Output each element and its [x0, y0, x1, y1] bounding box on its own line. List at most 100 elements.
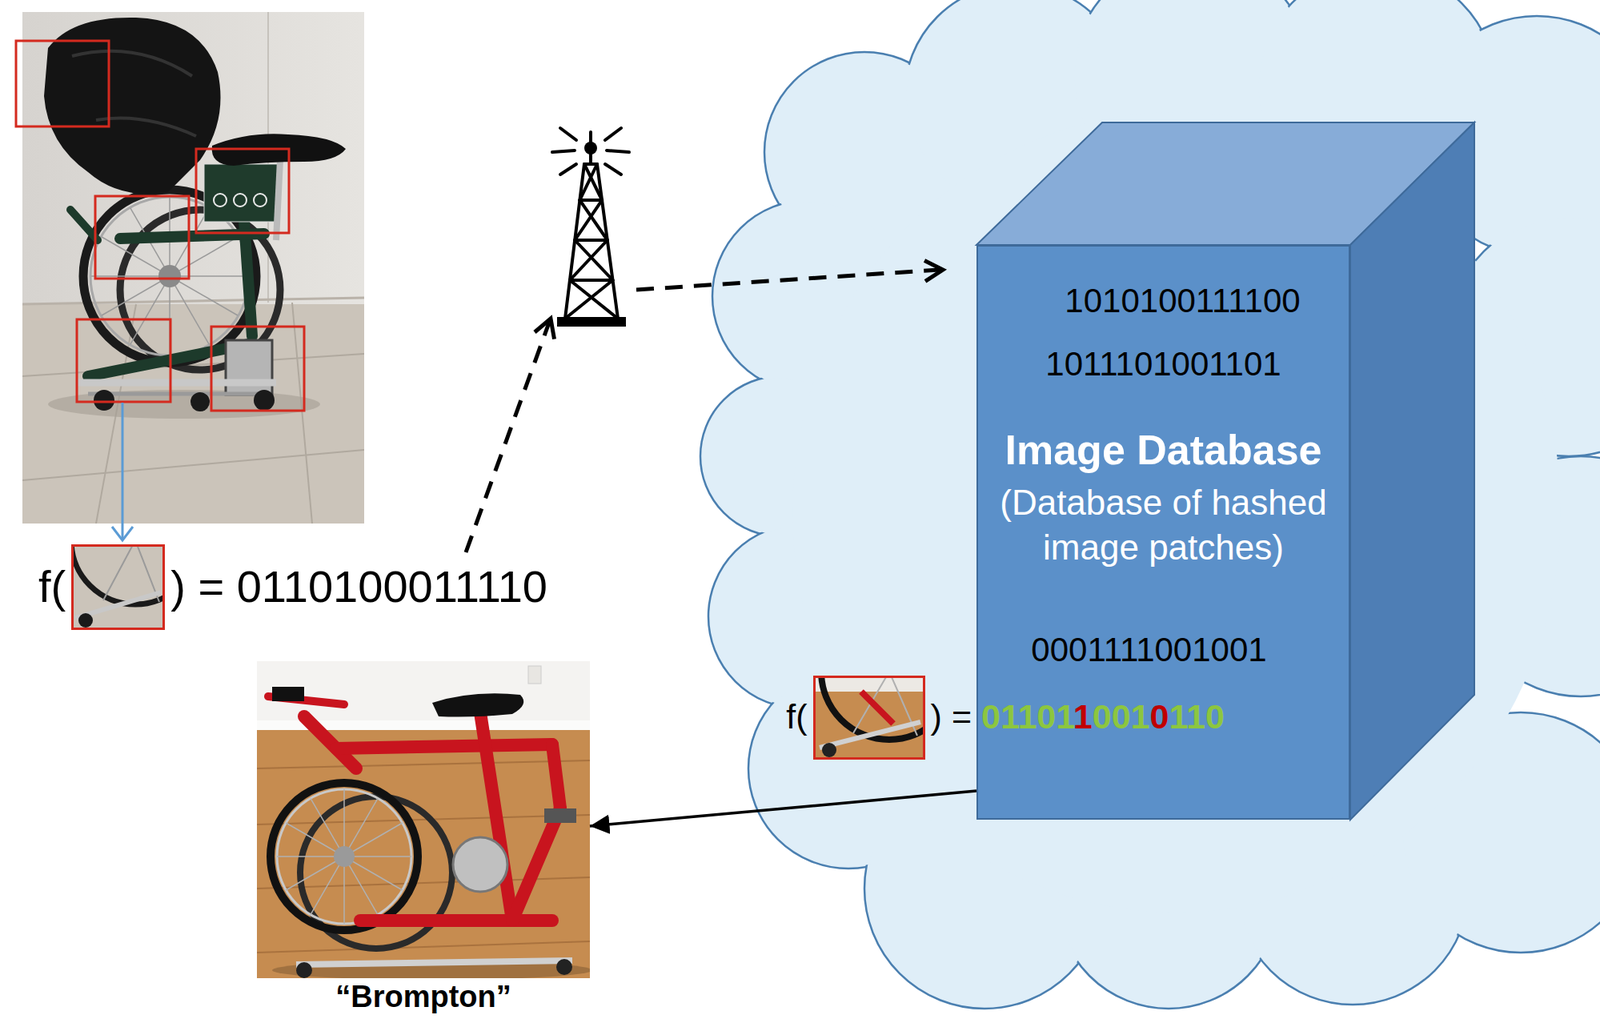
- hash-digit: 0: [1092, 697, 1112, 736]
- database-block-faces: [1350, 122, 1475, 820]
- text-slot: Image Database: [1005, 426, 1323, 475]
- result-photo-image: [336, 744, 553, 749]
- match-hash-code: ) = 0110110010110: [930, 697, 1225, 737]
- result-photo-image: [512, 808, 561, 921]
- extract-arrow: [112, 526, 133, 541]
- function-label: f(: [38, 561, 66, 613]
- transmit-arrow: [924, 260, 943, 282]
- result-photo-image: [276, 789, 412, 924]
- text-slot: 0001111001001: [1030, 630, 1267, 670]
- hash-code: 1011101001101: [1045, 344, 1281, 384]
- query-photo: [253, 389, 275, 411]
- result-photo-image: [333, 846, 355, 867]
- query-photo: [22, 302, 365, 524]
- query-photo: [213, 193, 227, 207]
- antenna-tip: [584, 141, 598, 155]
- query-photo: [292, 302, 313, 524]
- result-photo-image: [544, 808, 577, 823]
- query-patch: [71, 544, 165, 630]
- patch-holder: [71, 544, 165, 630]
- transmit-arrow: [465, 322, 550, 553]
- antenna-tower: [579, 200, 607, 241]
- match-patch: [822, 742, 837, 758]
- hash-digit: [971, 697, 982, 736]
- result-photo-image: [296, 962, 313, 979]
- result-photo: “Brompton”: [256, 661, 590, 1012]
- result-photo-image: [528, 665, 542, 684]
- result-photo-image: [296, 960, 573, 965]
- query-photo: [101, 236, 238, 316]
- cloud-fill: [792, 112, 1561, 913]
- result-photo-image: [556, 958, 573, 975]
- query-photo: [88, 344, 249, 377]
- query-photo: [22, 297, 365, 305]
- text-slot: (Database of hashed image patches): [991, 480, 1336, 571]
- match-patch: [821, 675, 926, 740]
- result-photo-image: [304, 712, 561, 921]
- result-photo-image: [256, 760, 590, 769]
- query-photo: [213, 193, 267, 207]
- result-label: “Brompton”: [335, 981, 512, 1012]
- database-subtitle: (Database of hashed image patches): [991, 480, 1336, 571]
- query-photo: [76, 379, 277, 387]
- antenna-tower: [565, 280, 614, 319]
- cloud-outline: [700, 0, 1600, 1009]
- antenna-tower: [560, 128, 577, 141]
- query-hash: f( ) = 0110100011110: [38, 544, 548, 630]
- antenna-tower: [552, 128, 630, 319]
- query-patch: [78, 613, 93, 628]
- query-photo: [120, 233, 265, 239]
- result-photo-image: [310, 797, 378, 915]
- result-photo-image: [276, 789, 412, 924]
- hash-digit: 1: [1000, 697, 1019, 736]
- match-patch: [861, 691, 894, 724]
- result-photo-image: [272, 686, 305, 702]
- extract-arrow: [121, 402, 125, 540]
- hash-digit: 1: [1017, 697, 1037, 736]
- antenna-tower: [569, 278, 614, 282]
- hash-digit: 0: [1150, 697, 1170, 736]
- query-photo: [204, 164, 278, 222]
- database-block-faces: [976, 122, 1475, 820]
- result-photo-image: [453, 837, 508, 892]
- match-hash: f( ) = 0110110010110: [785, 675, 1225, 760]
- query-photo: [48, 389, 321, 419]
- label-holder: ) = 0110110010110: [930, 697, 1225, 737]
- antenna-tower: [579, 198, 602, 202]
- hash-code: 0001111001001: [1030, 630, 1267, 670]
- match-patch: [813, 675, 926, 760]
- antenna-base: [557, 316, 626, 327]
- label-holder: ) = 0110100011110: [170, 561, 548, 613]
- antenna-tower: [605, 128, 622, 141]
- patch-outline: [95, 196, 189, 279]
- query-hash-code: ) = 0110100011110: [170, 561, 548, 613]
- query-photo: [190, 392, 210, 412]
- result-arrow: [589, 790, 977, 827]
- query-photo: [44, 17, 221, 194]
- result-photo-image: [256, 877, 590, 889]
- result-photo-image: [270, 782, 418, 931]
- text-slot: “Brompton”: [335, 981, 512, 1012]
- result-photo-image: [272, 960, 590, 979]
- match-patch: [814, 676, 924, 758]
- hash-digit: 1: [1073, 697, 1093, 736]
- query-photo: [22, 304, 365, 524]
- transmit-arrow: [465, 260, 943, 554]
- hash-code: 1010100111100: [1064, 281, 1300, 321]
- hash-digit: 1: [1168, 697, 1187, 736]
- result-photo-image: [432, 693, 524, 717]
- match-patch: [819, 721, 921, 748]
- antenna-tower: [574, 200, 602, 241]
- cloud-fill: [702, 0, 1600, 1007]
- patch-outline: [76, 319, 171, 402]
- query-photo: [225, 340, 273, 395]
- text-slot: 1010100111100: [1064, 281, 1300, 321]
- antenna-tower: [552, 150, 575, 153]
- function-label: f(: [785, 697, 807, 737]
- result-photo-image: [552, 744, 561, 809]
- antenna-tower: [574, 240, 613, 281]
- patch-outline: [211, 326, 305, 411]
- antenna-tower: [569, 280, 618, 319]
